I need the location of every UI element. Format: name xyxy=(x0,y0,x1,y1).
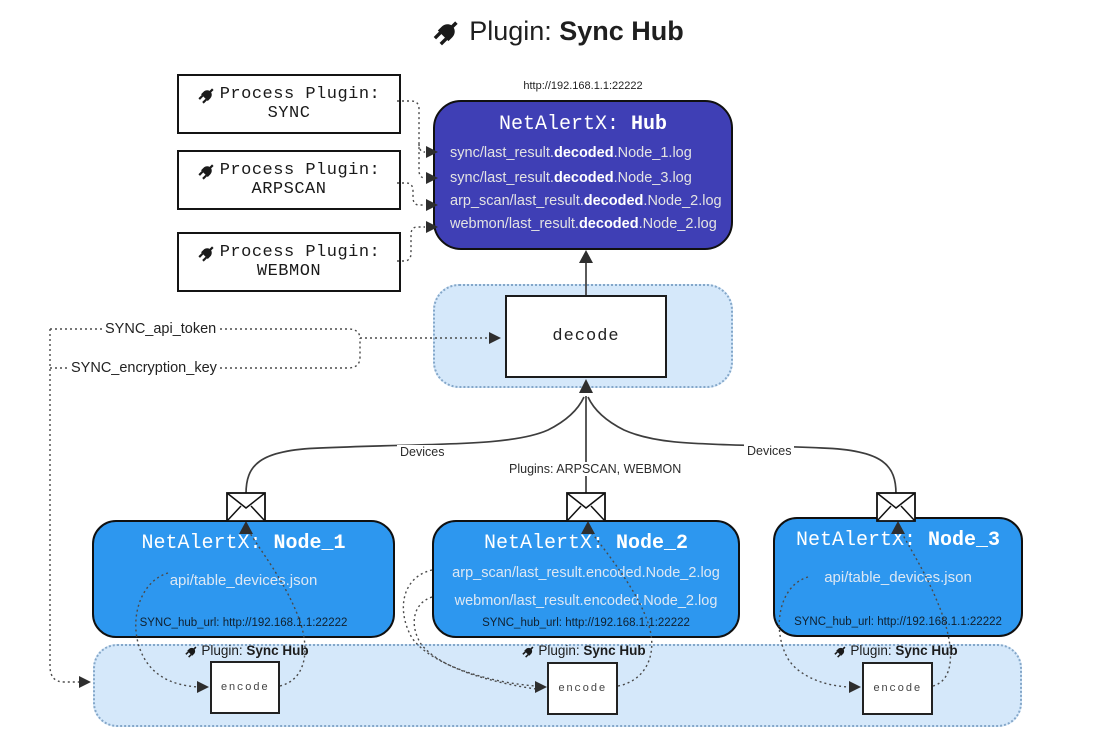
encoder-plugin-label: Plugin: Sync Hub xyxy=(504,643,664,658)
sync-api-token-label: SYNC_api_token xyxy=(102,321,220,337)
encoder-plugin-label: Plugin: Sync Hub xyxy=(816,643,976,658)
hub-log-line: sync/last_result.decoded.Node_3.log xyxy=(450,169,692,186)
decode-label: decode xyxy=(552,327,620,346)
sync-encryption-key-label: SYNC_encryption_key xyxy=(68,360,220,376)
plug-icon xyxy=(194,157,221,184)
process-plugin-name: ARPSCAN xyxy=(251,180,327,199)
encode-box-3: encode xyxy=(862,662,933,715)
node-2-box: NetAlertX: Node_2 arp_scan/last_result.e… xyxy=(432,520,740,638)
edge-label-plugins: Plugins: ARPSCAN, WEBMON xyxy=(506,462,685,476)
hub-url: http://192.168.1.1:22222 xyxy=(523,80,643,92)
hub-box: NetAlertX: Hub sync/last_result.decoded.… xyxy=(433,100,733,250)
process-plugin-arpscan: Process Plugin: ARPSCAN xyxy=(177,150,401,210)
envelope-icon xyxy=(226,492,266,522)
node-1-box: NetAlertX: Node_1 api/table_devices.json… xyxy=(92,520,395,638)
hub-log-line: arp_scan/last_result.decoded.Node_2.log xyxy=(450,193,722,209)
process-plugin-label: Process Plugin: xyxy=(219,243,381,262)
node-content-line: webmon/last_result.encoded.Node_2.log xyxy=(454,593,718,609)
process-plugin-sync: Process Plugin: SYNC xyxy=(177,74,401,134)
plug-icon xyxy=(194,81,221,108)
page-title: Plugin: Sync Hub xyxy=(0,16,1117,47)
plug-icon xyxy=(831,641,851,661)
plug-icon xyxy=(194,239,221,266)
encode-box-2: encode xyxy=(547,662,618,715)
node-hub-url: SYNC_hub_url: http://192.168.1.1:22222 xyxy=(139,617,348,629)
node-title: NetAlertX: Node_1 xyxy=(141,532,346,555)
node-content-line: api/table_devices.json xyxy=(824,569,972,586)
envelope-icon xyxy=(566,492,606,522)
title-name: Sync Hub xyxy=(559,16,684,46)
plug-icon xyxy=(427,10,469,52)
node-hub-url: SYNC_hub_url: http://192.168.1.1:22222 xyxy=(482,617,690,629)
edge-label-devices-right: Devices xyxy=(744,444,795,458)
process-plugin-name: WEBMON xyxy=(256,262,322,281)
encoder-plugin-label: Plugin: Sync Hub xyxy=(167,643,327,658)
plug-icon xyxy=(182,641,202,661)
title-label: Plugin: xyxy=(469,16,552,46)
node-title: NetAlertX: Node_2 xyxy=(483,532,689,555)
envelope-icon xyxy=(876,492,916,522)
node-hub-url: SYNC_hub_url: http://192.168.1.1:22222 xyxy=(794,616,1002,628)
process-plugin-name: SYNC xyxy=(267,104,311,123)
process-plugin-label: Process Plugin: xyxy=(219,161,381,180)
decode-box: decode xyxy=(505,295,667,378)
hub-log-line: sync/last_result.decoded.Node_1.log xyxy=(450,145,692,161)
node-content-line: api/table_devices.json xyxy=(169,572,318,589)
node-content-line: arp_scan/last_result.encoded.Node_2.log xyxy=(452,565,720,581)
process-plugin-webmon: Process Plugin: WEBMON xyxy=(177,232,401,292)
node-title: NetAlertX: Node_3 xyxy=(795,529,1001,552)
edge-label-devices-left: Devices xyxy=(397,445,448,459)
encode-box-1: encode xyxy=(210,661,280,714)
hub-title: NetAlertX: Hub xyxy=(498,113,668,136)
plug-icon xyxy=(519,641,539,661)
hub-log-line: webmon/last_result.decoded.Node_2.log xyxy=(450,216,717,232)
process-plugin-label: Process Plugin: xyxy=(219,85,381,104)
node-3-box: NetAlertX: Node_3 api/table_devices.json… xyxy=(773,517,1023,637)
